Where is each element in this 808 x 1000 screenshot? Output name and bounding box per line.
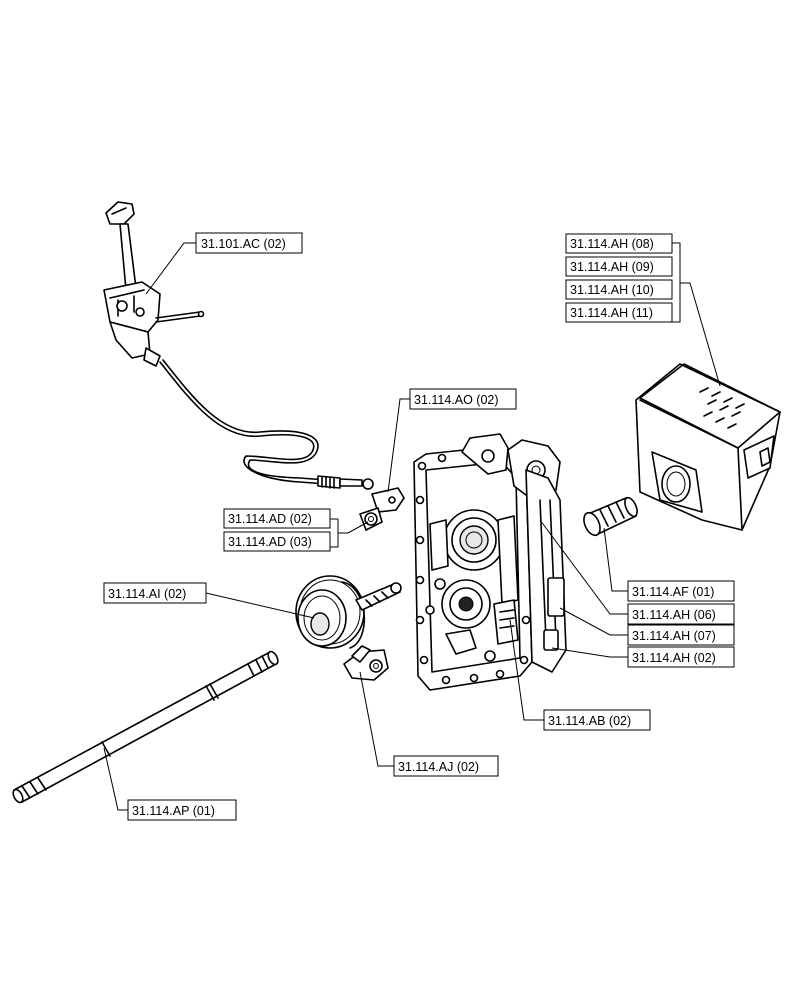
callout-31-114-ah-06: 31.114.AH (06) [627,603,735,625]
shaft-guard-cover [635,363,781,531]
callout-text: 31.114.AH (06) [632,608,716,622]
callout-text: 31.114.AD (02) [228,512,312,526]
callout-31-114-af-01: 31.114.AF (01) [627,580,735,602]
callout-31-114-ah-02: 31.114.AH (02) [627,646,735,668]
callout-31-114-ah-09: 31.114.AH (09) [565,256,673,277]
callout-31-114-ah-10: 31.114.AH (10) [565,279,673,300]
callout-text: 31.114.AH (02) [632,651,716,665]
callout-text: 31.114.AD (03) [228,535,312,549]
callout-text: 31.114.AI (02) [108,587,186,601]
callout-31-114-ap-01: 31.114.AP (01) [127,799,237,821]
clutch-pack [295,575,402,649]
gearbox-housing [413,433,567,691]
callout-text: 31.114.AF (01) [632,585,714,599]
callout-31-114-ah-08: 31.114.AH (08) [565,233,673,254]
control-lever-assembly [103,201,374,490]
callout-text: 31.114.AH (09) [570,260,654,274]
callout-text: 31.114.AH (08) [570,237,654,251]
callout-text: 31.114.AJ (02) [398,760,479,774]
callout-text: 31.114.AH (11) [570,306,653,320]
callout-text: 31.114.AP (01) [132,804,215,818]
callout-31-101-ac-02: 31.101.AC (02) [195,232,303,254]
leader-lines [103,242,721,811]
shift-fork [343,645,389,681]
callout-31-114-ah-11: 31.114.AH (11) [565,302,673,323]
callout-text: 31.101.AC (02) [201,237,286,251]
drive-shaft [12,650,279,804]
callout-31-114-ao-02: 31.114.AO (02) [409,388,517,410]
callout-31-114-aj-02: 31.114.AJ (02) [393,755,499,777]
callout-31-114-ad-02: 31.114.AD (02) [223,508,331,529]
pto-stub-shaft [583,496,638,537]
callout-text: 31.114.AO (02) [414,393,499,407]
callout-text: 31.114.AB (02) [548,714,631,728]
callout-31-114-ab-02: 31.114.AB (02) [543,709,651,731]
callout-31-114-ah-07: 31.114.AH (07) [627,624,735,646]
callout-text: 31.114.AH (10) [570,283,654,297]
callout-31-114-ai-02: 31.114.AI (02) [103,582,207,604]
callout-text: 31.114.AH (07) [632,629,716,643]
cable-bracket [359,487,405,531]
callout-31-114-ad-03: 31.114.AD (03) [223,531,331,552]
